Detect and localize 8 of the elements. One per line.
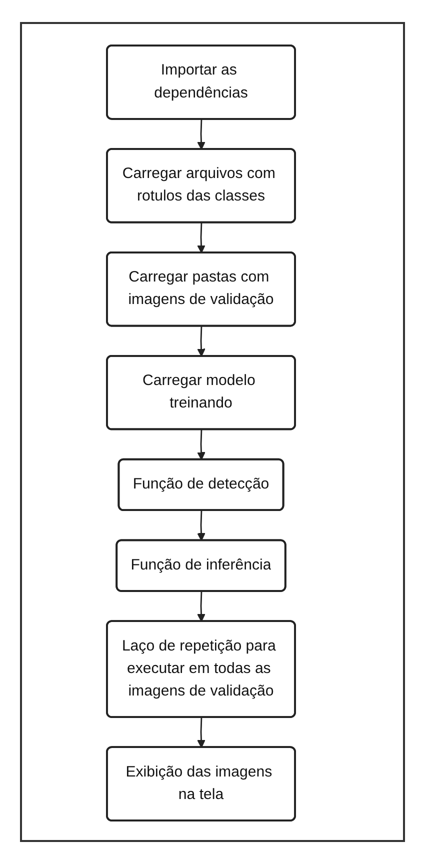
arrow <box>196 119 205 150</box>
diagram-frame: Importar as dependências Carregar arquivos com rotulos das classes Carregar pastas com imagens de validação Carregar modelo treinando Função de detecção Função de inferência Laço de repetição para executar em todas as imagens de validação Exibição das imagens na tela <box>20 22 405 842</box>
arrow <box>196 430 205 460</box>
arrow <box>196 222 205 254</box>
arrow <box>196 591 205 622</box>
arrow <box>196 326 205 357</box>
arrow <box>196 510 205 542</box>
arrow <box>196 717 205 748</box>
